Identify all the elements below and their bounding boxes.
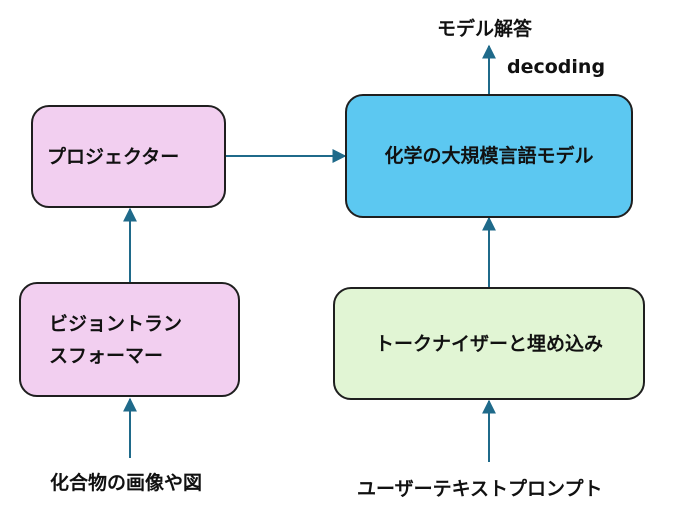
vision-transformer-box: ビジョントラン スフォーマー bbox=[19, 282, 240, 397]
projector-box: プロジェクター bbox=[31, 105, 226, 208]
llm-label: 化学の大規模言語モデル bbox=[384, 145, 594, 167]
input-text-label: ユーザーテキストプロンプト bbox=[357, 478, 603, 500]
input-image-label: 化合物の画像や図 bbox=[50, 472, 203, 494]
output-answer-label: モデル解答 bbox=[437, 18, 533, 40]
vision-transformer-label-line1: ビジョントラン bbox=[49, 312, 183, 335]
tokenizer-label: トークナイザーと埋め込み bbox=[374, 332, 603, 355]
llm-box: 化学の大規模言語モデル bbox=[345, 94, 633, 218]
vision-transformer-label-line2: スフォーマー bbox=[49, 344, 164, 367]
tokenizer-box: トークナイザーと埋め込み bbox=[333, 287, 645, 400]
decoding-label: decoding bbox=[507, 56, 606, 78]
projector-label: プロジェクター bbox=[47, 145, 180, 168]
vision-transformer-label: ビジョントラン スフォーマー bbox=[49, 308, 182, 372]
